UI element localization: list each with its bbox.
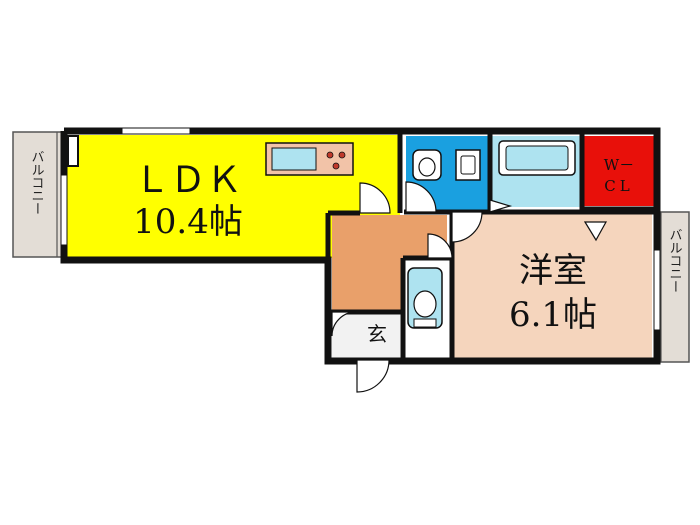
windows bbox=[60, 127, 661, 331]
genkan-label: 玄 bbox=[367, 322, 387, 346]
balcony-left bbox=[12, 131, 64, 258]
balcony-right bbox=[655, 211, 690, 363]
wcl-label-line2: CL bbox=[604, 177, 633, 195]
bedroom-name: 洋室 bbox=[519, 251, 587, 291]
wcl-label-line1: W－ bbox=[604, 156, 634, 174]
bathtub bbox=[498, 140, 576, 176]
toilet-fixture bbox=[407, 267, 443, 329]
doors bbox=[331, 181, 608, 393]
bedroom-area bbox=[452, 212, 652, 358]
bedroom-size: 6.1帖 bbox=[509, 295, 597, 335]
ldk-lower-extension bbox=[65, 200, 327, 258]
balcony-left-label: バルコニー bbox=[29, 150, 45, 215]
ldk-size: 10.4帖 bbox=[133, 202, 243, 242]
wcl-area bbox=[584, 136, 654, 206]
genkan-area bbox=[332, 310, 400, 358]
ldk-name: ＬＤＫ bbox=[134, 160, 242, 201]
kitchen-counter bbox=[265, 142, 354, 176]
balcony-right-label: バルコニー bbox=[667, 228, 683, 293]
washroom-fixtures bbox=[412, 149, 481, 181]
